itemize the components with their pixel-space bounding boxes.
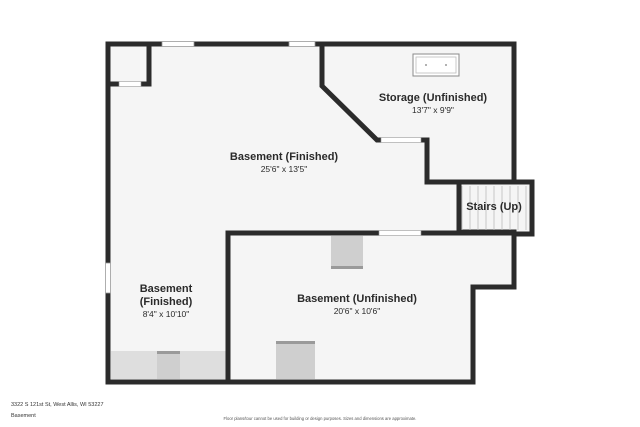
window-left [105, 262, 111, 294]
window-top-right [288, 41, 316, 47]
doorway-unfinished [378, 230, 422, 236]
room-name: Storage (Unfinished) [379, 92, 488, 104]
room-name: Basement (Finished) [230, 151, 339, 163]
doorway-closet [118, 81, 142, 87]
stairs-icon [461, 186, 527, 230]
room-dimensions: 20'6" x 10'6" [334, 306, 381, 316]
property-address: 3322 S 121st St, West Allis, WI 53227 [11, 402, 104, 408]
room-name: Basement (Unfinished) [297, 293, 417, 305]
appliance-icon [276, 341, 315, 379]
floor-area [108, 44, 532, 382]
room-name: Stairs (Up) [466, 201, 522, 213]
room-dimensions: 8'4" x 10'10" [143, 309, 190, 319]
room-name: (Finished) [140, 296, 193, 308]
disclaimer-text: Floor plans/tour cannot be used for buil… [223, 416, 417, 421]
room-dimensions: 13'7" x 9'9" [412, 105, 454, 115]
room-dimensions: 25'6" x 13'5" [261, 164, 308, 174]
window-top-left [161, 41, 195, 47]
appliance-icon [157, 351, 180, 379]
floor-level-label: Basement [11, 413, 36, 419]
sink-icon [412, 53, 460, 77]
doorway-storage [380, 137, 422, 143]
room-name: Basement [140, 283, 193, 295]
appliance-icon [331, 236, 363, 269]
